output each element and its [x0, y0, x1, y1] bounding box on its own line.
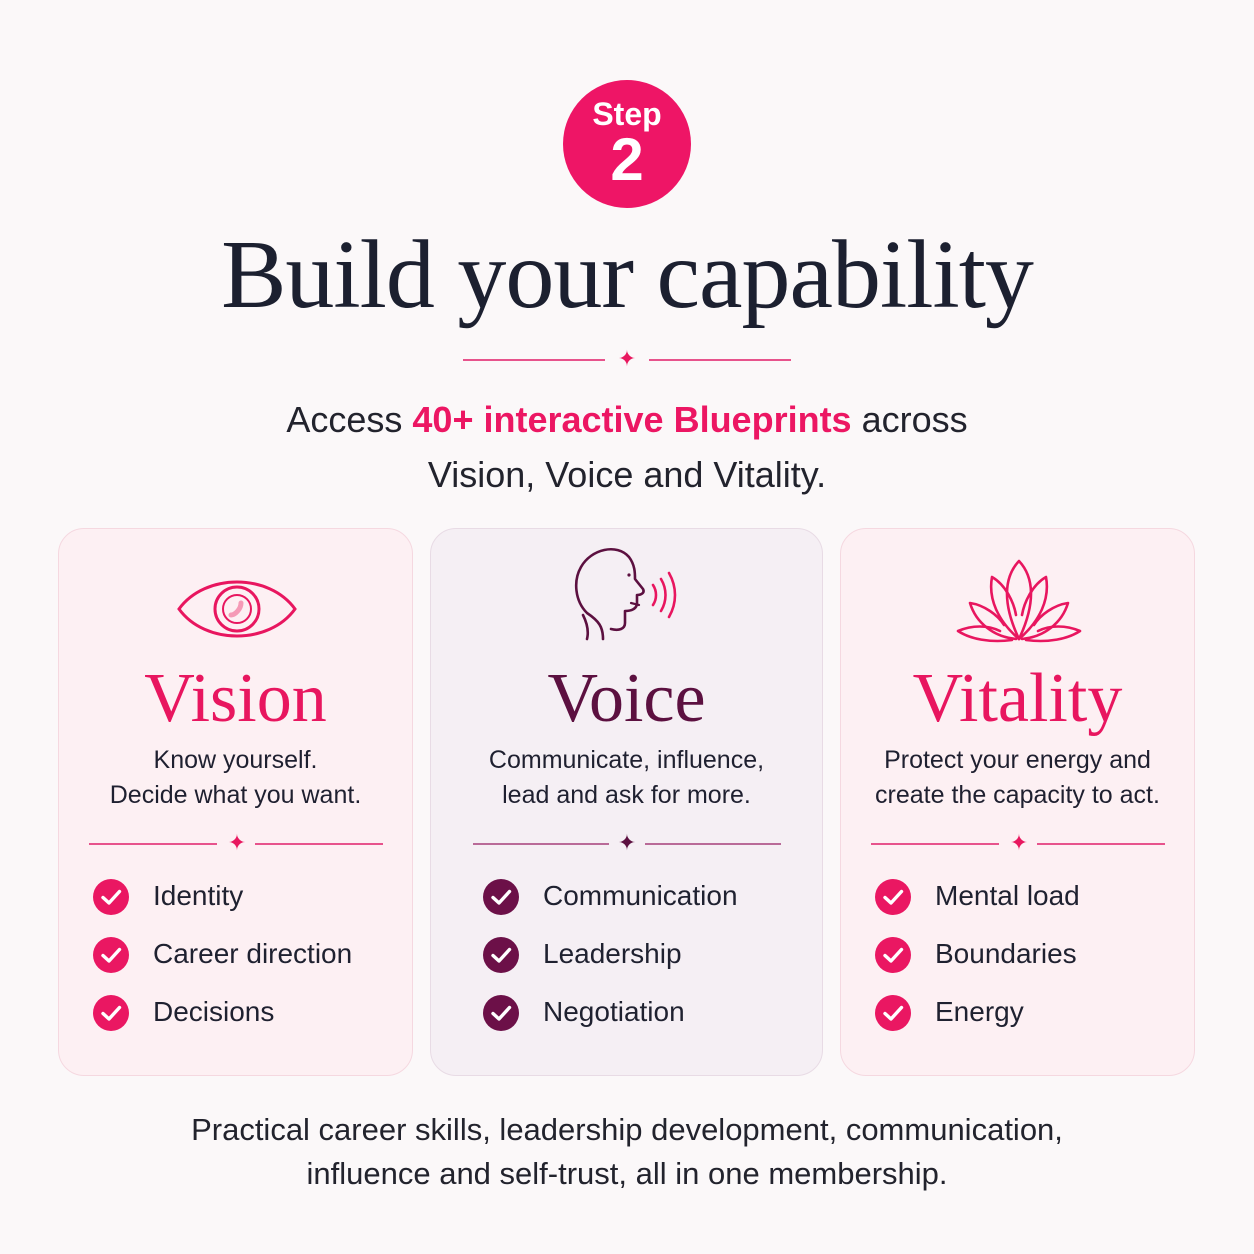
subtitle: Access 40+ interactive Blueprints across…	[0, 392, 1254, 502]
card-title: Vision	[144, 660, 327, 737]
footer-text: Practical career skills, leadership deve…	[0, 1108, 1254, 1196]
sparkle-icon: ✦	[617, 346, 637, 371]
speaking-head-icon	[569, 541, 685, 650]
check-icon	[875, 879, 911, 915]
card-vitality: Vitality Protect your energy and create …	[840, 528, 1195, 1076]
step-label: Step	[592, 96, 662, 132]
subtitle-prefix: Access	[286, 399, 413, 440]
card-title: Voice	[547, 660, 706, 737]
check-icon	[93, 995, 129, 1031]
check-icon	[483, 879, 519, 915]
item-label: Identity	[153, 880, 244, 911]
card-vision: Vision Know yourself. Decide what you wa…	[58, 528, 413, 1076]
subtitle-suffix: across	[851, 399, 968, 440]
sparkle-icon: ✦	[617, 830, 637, 855]
sparkle-icon: ✦	[1009, 830, 1029, 855]
item-label: Communication	[543, 880, 738, 911]
item-label: Energy	[935, 996, 1024, 1027]
check-icon	[875, 995, 911, 1031]
page-title: Build your capability	[221, 221, 1034, 329]
check-icon	[93, 937, 129, 973]
check-icon	[875, 937, 911, 973]
sparkle-icon: ✦	[227, 830, 247, 855]
subtitle-line2: Vision, Voice and Vitality.	[427, 454, 827, 495]
item-label: Negotiation	[543, 996, 685, 1027]
card-title: Vitality	[912, 660, 1123, 737]
check-icon	[93, 879, 129, 915]
eye-icon	[175, 569, 299, 654]
subtitle-highlight: 40+ interactive Blueprints	[412, 399, 852, 440]
item-label: Leadership	[543, 938, 682, 969]
card-divider: ✦	[473, 830, 781, 855]
item-label: Decisions	[153, 996, 275, 1027]
check-icon	[483, 937, 519, 973]
card-divider: ✦	[89, 830, 384, 855]
item-label: Career direction	[153, 938, 353, 969]
card-description: Protect your energy and create the capac…	[875, 746, 1160, 809]
step-badge: Step 2	[563, 80, 691, 208]
item-label: Mental load	[935, 880, 1080, 911]
card-voice: Voice Communicate, influence, lead and a…	[430, 528, 823, 1076]
check-icon	[483, 995, 519, 1031]
card-description: Know yourself. Decide what you want.	[109, 746, 362, 809]
footer-line-1: Practical career skills, leadership deve…	[191, 1112, 1063, 1147]
title-divider: ✦	[463, 346, 791, 371]
lotus-icon	[954, 555, 1084, 650]
card-divider: ✦	[871, 830, 1166, 855]
card-description: Communicate, influence, lead and ask for…	[488, 746, 765, 809]
item-label: Boundaries	[935, 938, 1077, 969]
step-number: 2	[610, 126, 644, 193]
footer-line-2: influence and self-trust, all in one mem…	[306, 1156, 948, 1191]
